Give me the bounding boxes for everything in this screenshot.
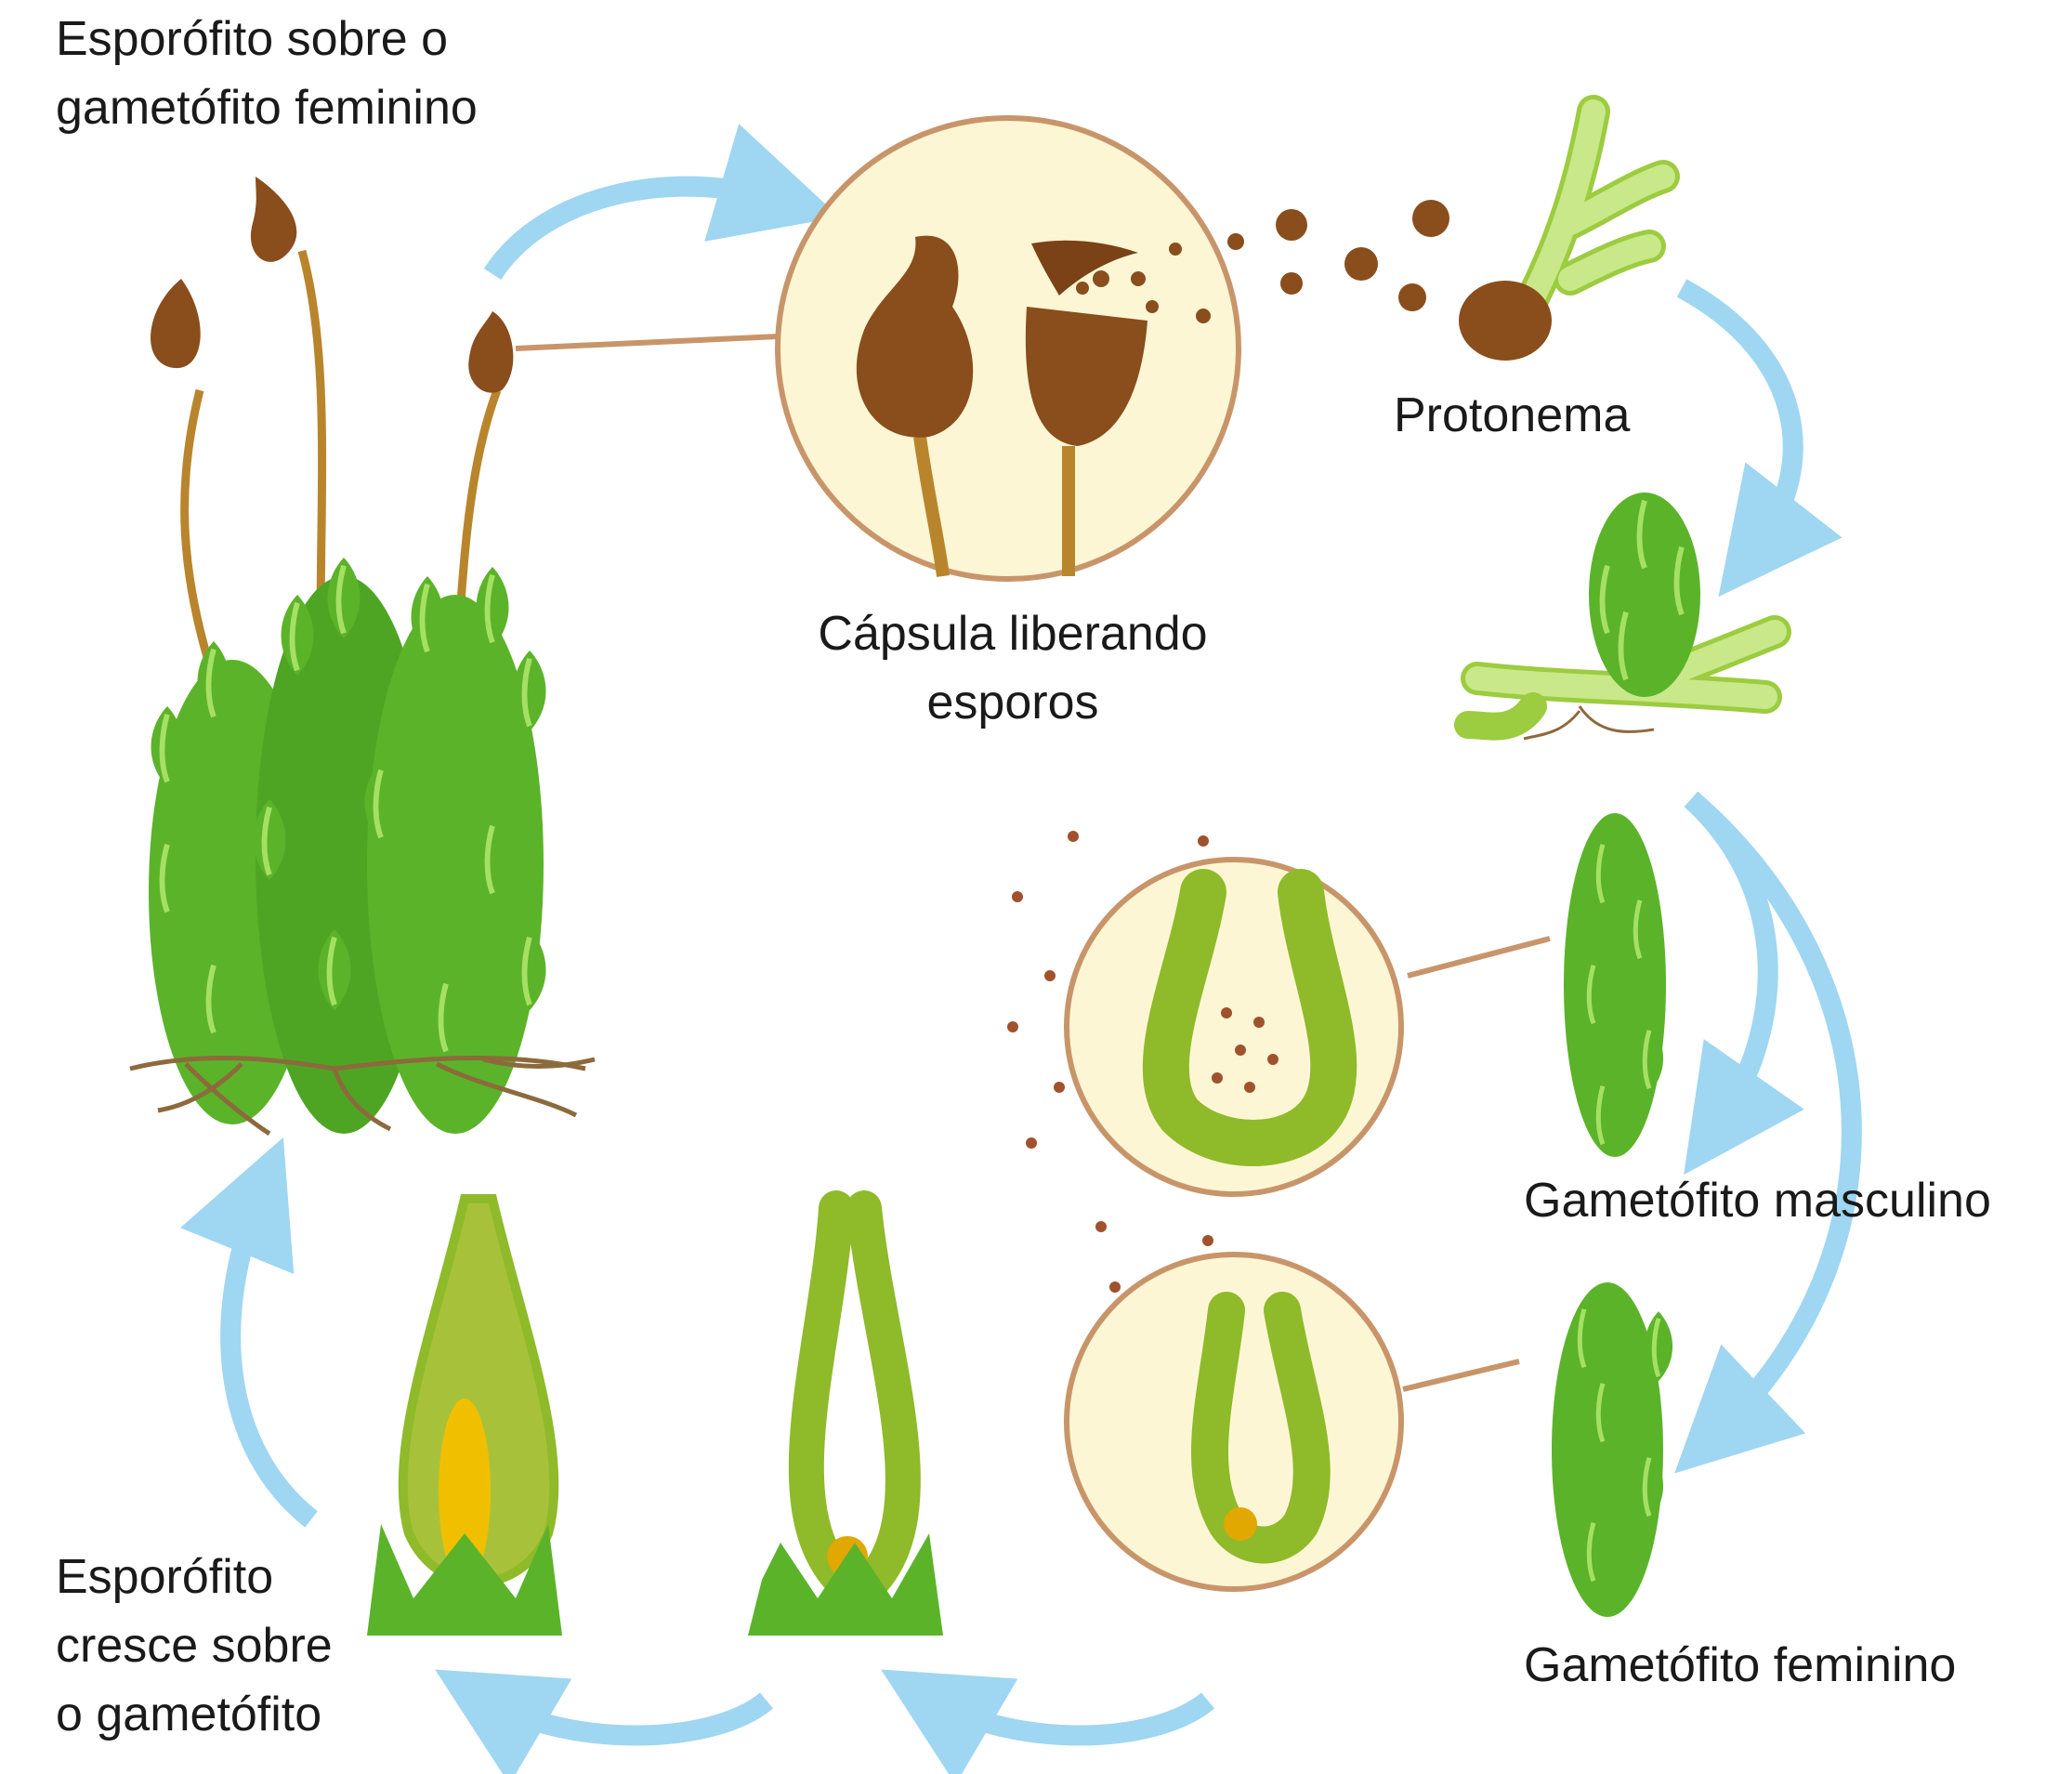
label-line: gametófito feminino [56, 81, 478, 135]
connector-line [1407, 936, 1551, 979]
arrow-protonema-to-young-gametophyte [1676, 279, 1843, 598]
label-sporophyte-grows: Esporófito cresce sobre o gametófito [56, 1543, 520, 1749]
label-line: Esporófito [56, 1550, 274, 1604]
sperm-cells [1007, 831, 1237, 1302]
sporophyte-capsule [250, 177, 297, 262]
spores [1076, 200, 1449, 323]
connector-line [515, 334, 780, 351]
male-gametophyte [1564, 813, 1666, 1157]
label-male-gametophyte: Gametófito masculino [1524, 1174, 1991, 1228]
developing-sporophyte [439, 1399, 491, 1584]
fertilized-archegonium [748, 1190, 943, 1636]
archegonium-inset [1064, 1252, 1404, 1592]
egg-cell [1224, 1507, 1257, 1541]
arrow-sporophyte-to-capsule [483, 124, 840, 281]
leafy-gametophyte-clump [149, 558, 545, 1134]
label-line: cresce sobre [56, 1619, 333, 1673]
label-line: esporos [926, 676, 1099, 729]
young-gametophyte-on-protonema [1454, 493, 1791, 741]
female-gametophyte [1552, 1282, 1672, 1617]
label-line: o gametófito [56, 1688, 322, 1741]
open-capsule [1025, 307, 1147, 446]
capsule-inset [775, 115, 1241, 582]
capsule-lid [1031, 240, 1138, 296]
label-line: Cápsula liberando [818, 607, 1208, 661]
arrow-sporophyte-grows-to-adult [179, 1137, 318, 1528]
antheridium-inset [1064, 857, 1404, 1197]
label-female-gametophyte: Gametófito feminino [1524, 1638, 1957, 1692]
cycle-arrows [179, 124, 1862, 1774]
closed-capsule [856, 235, 974, 438]
arrow-to-female-gametophyte [1674, 791, 1862, 1474]
label-protonema: Protonema [1394, 388, 1631, 442]
rhizoids [129, 1055, 596, 1137]
sporophyte-capsule [468, 311, 514, 393]
arrow-embryo-to-sporophyte [435, 1669, 774, 1774]
labels: Esporófito sobre o gametófito feminino C… [56, 5, 1991, 1749]
germinating-spore [1459, 281, 1552, 361]
label-sporophyte-on-female: Esporófito sobre o gametófito feminino [56, 5, 706, 142]
protonema-germinating-spore [1459, 95, 1680, 361]
arrow-fertilization-to-embryo [881, 1669, 1215, 1774]
young-sporophyte-on-gametophyte [367, 1194, 562, 1636]
connector-line [1402, 1359, 1520, 1392]
sporophyte-capsule [151, 279, 201, 369]
label-capsule: Cápsula liberando esporos [780, 599, 1245, 737]
label-line: Esporófito sobre o [56, 12, 449, 66]
adult-moss-with-sporophytes [129, 177, 596, 1137]
